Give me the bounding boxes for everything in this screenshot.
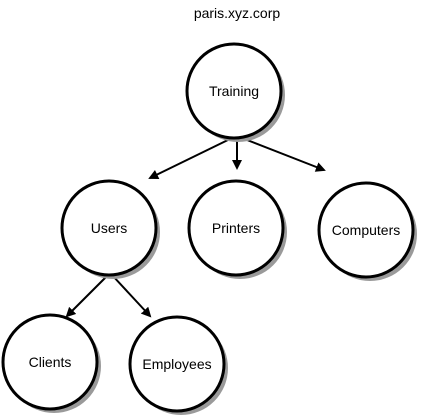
node-label-training: Training [209,83,259,99]
node-computers: Computers [317,181,417,281]
edge-training-users [148,137,233,179]
node-circle [185,42,283,140]
node-circle [317,181,415,279]
node-label-clients: Clients [29,354,72,370]
node-label-printers: Printers [212,220,260,236]
edge-users-clients [65,274,109,318]
node-circle [60,179,158,277]
edges [65,137,326,318]
node-circle [128,315,226,413]
node-label-users: Users [91,220,128,236]
node-printers: Printers [187,179,287,279]
node-users: Users [60,179,160,279]
node-employees: Employees [128,315,228,415]
node-training: Training [185,42,285,142]
node-clients: Clients [1,313,101,413]
edge-training-computers [241,137,326,172]
node-circle [1,313,99,411]
node-circle [187,179,285,277]
diagram-title: paris.xyz.corp [194,5,281,21]
node-label-employees: Employees [142,356,211,372]
edge-users-employees [111,274,152,318]
node-label-computers: Computers [332,222,400,238]
